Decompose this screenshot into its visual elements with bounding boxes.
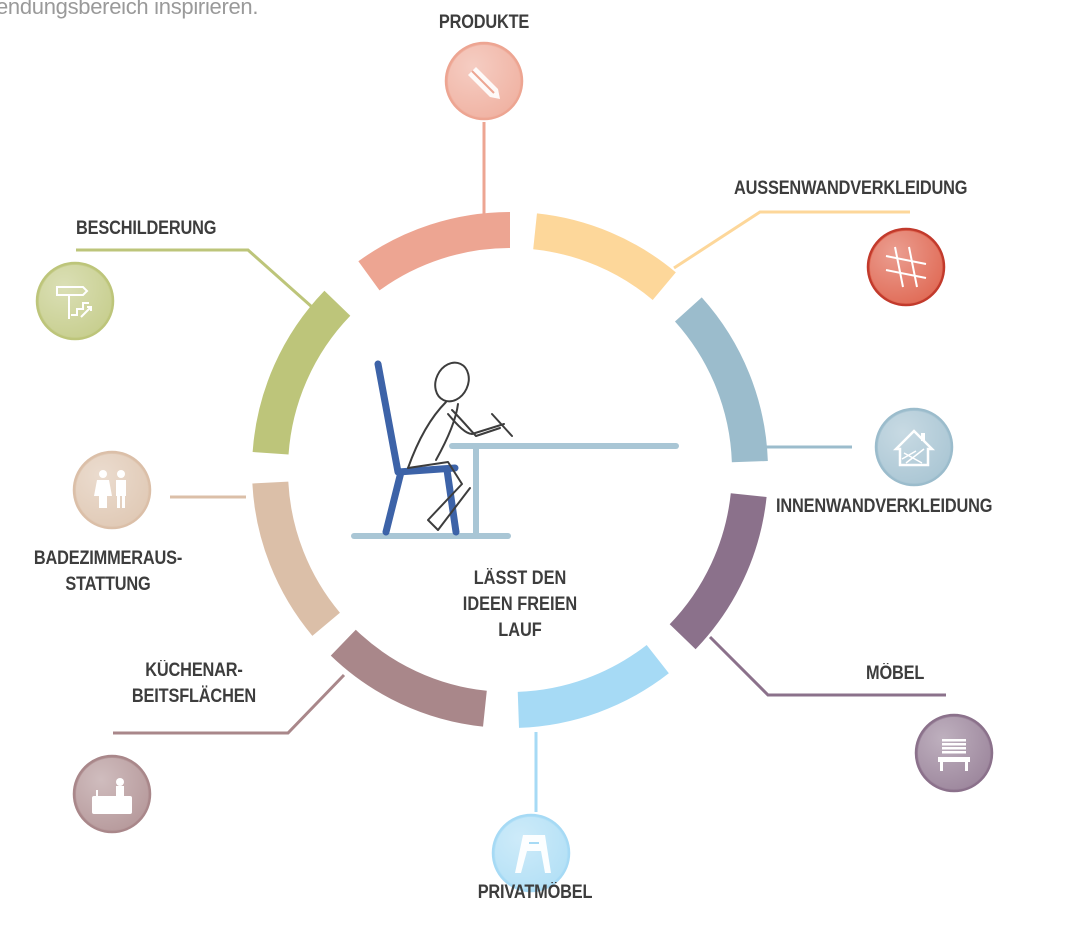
bench-icon[interactable] (914, 713, 994, 793)
ring-segment-schild (252, 290, 351, 455)
center-line-2: IDEEN FREIEN (462, 594, 578, 616)
label-moebel: MÖBEL (866, 663, 925, 684)
connector-schild (76, 248, 313, 309)
ring-segment-aussen (533, 213, 676, 300)
center-slogan: LÄSST DEN IDEEN FREIEN LAUF (421, 566, 619, 645)
connector-lines (76, 122, 946, 812)
kitchen-counter-icon[interactable] (72, 754, 152, 834)
connector-aussen (673, 210, 910, 270)
label-bad-line1: BADEZIMMERAUS- (33, 548, 183, 569)
label-innenwandverkleidung: INNENWANDVERKLEIDUNG (776, 496, 993, 517)
ring-segment-produkte (358, 212, 510, 291)
ring-segment-privat (517, 644, 669, 728)
label-kueche-line1: KÜCHENAR- (145, 660, 243, 681)
intro-text: endungsbereich inspirieren. (0, 0, 259, 19)
ring-segments (252, 212, 768, 728)
label-kuechenarbeitsflaechen: KÜCHENAR- BEITSFLÄCHEN (117, 658, 272, 710)
label-kueche-line2: BEITSFLÄCHEN (131, 686, 257, 708)
grid-wall-icon[interactable] (866, 227, 946, 307)
person-at-desk-icon (351, 360, 679, 539)
ring-segment-kueche (330, 629, 487, 727)
ring-segment-bad (252, 481, 340, 636)
label-bad-line2: STATTUNG (65, 574, 151, 596)
signpost-icon[interactable] (35, 261, 115, 341)
label-badezimmerausstattung: BADEZIMMERAUS- STATTUNG (22, 546, 194, 598)
label-produkte: PRODUKTE (438, 12, 530, 33)
label-privatmoebel: PRIVATMÖBEL (477, 882, 593, 903)
ring-segment-moebel (669, 493, 767, 650)
center-line-1: LÄSST DEN (473, 568, 567, 589)
restroom-icon[interactable] (72, 450, 152, 530)
label-aussenwandverkleidung: AUSSENWANDVERKLEIDUNG (734, 178, 968, 199)
pencil-icon[interactable] (444, 41, 524, 121)
sign-board-icon[interactable] (491, 813, 571, 893)
connector-moebel (708, 635, 946, 697)
label-beschilderung: BESCHILDERUNG (76, 218, 217, 239)
ring-segment-innen (674, 297, 768, 463)
connector-kueche (113, 673, 346, 735)
house-icon[interactable] (874, 407, 954, 487)
icon-circles (35, 41, 994, 893)
center-line-3: LAUF (498, 620, 542, 642)
